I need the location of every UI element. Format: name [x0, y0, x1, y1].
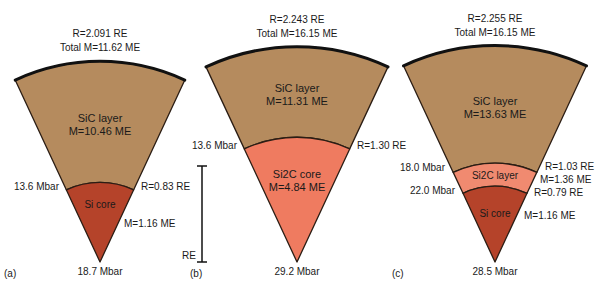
- sic-layer-shape: [404, 46, 587, 173]
- si-core-shape: [66, 182, 133, 262]
- figure-label: R=1.30 RE: [357, 140, 406, 152]
- layer-region: SiC layerM=10.46 ME: [69, 112, 132, 137]
- figure-label: R=2.091 RE: [73, 28, 128, 40]
- figure-label: M=1.16 ME: [124, 218, 175, 230]
- si-core-shape: [463, 186, 527, 262]
- figure-label: 22.0 Mbar: [410, 185, 455, 197]
- figure-label: 13.6 Mbar: [192, 140, 237, 152]
- layer-name: Si core: [479, 208, 510, 220]
- figure-label: 18.7 Mbar: [77, 266, 122, 278]
- layer-name: SiC layer: [69, 112, 132, 125]
- scale-bar-tick: [197, 165, 207, 167]
- layer-mass: M=13.63 ME: [464, 108, 527, 121]
- layer-region: Si core: [479, 208, 510, 220]
- sic-layer-shape: [206, 47, 388, 149]
- figure-label: R=0.79 RE: [534, 187, 583, 199]
- surface-arc: [206, 47, 388, 67]
- surface-arc: [404, 46, 587, 66]
- layer-name: Si2C core: [269, 168, 326, 181]
- figure-label: (a): [4, 268, 16, 280]
- si2c-core-shape: [244, 137, 349, 262]
- figure-label: 28.5 Mbar: [472, 266, 517, 278]
- figure-label: RE: [182, 250, 196, 262]
- scale-bar: [201, 166, 203, 262]
- figure-label: 13.6 Mbar: [14, 181, 59, 193]
- figure-label: Total M=16.15 ME: [455, 27, 536, 39]
- layer-region: SiC layerM=11.31 ME: [266, 82, 328, 107]
- figure-label: Total M=16.15 ME: [257, 28, 338, 40]
- figure-label: 18.0 Mbar: [400, 162, 445, 174]
- layer-region: SiC layerM=13.63 ME: [464, 95, 527, 120]
- layer-mass: M=4.84 ME: [269, 181, 326, 194]
- figure-label: R=1.03 RE: [545, 161, 594, 173]
- figure-label: 29.2 Mbar: [274, 266, 319, 278]
- layer-name: SiC layer: [464, 95, 527, 108]
- scale-bar-tick: [197, 261, 207, 263]
- figure-label: M=1.36 ME: [540, 174, 591, 186]
- layer-mass: M=10.46 ME: [69, 125, 132, 138]
- layer-mass: M=11.31 ME: [266, 95, 328, 108]
- layer-name: Si2C layer: [472, 170, 518, 182]
- figure-label: R=2.243 RE: [270, 14, 325, 26]
- figure-label: (b): [190, 268, 202, 280]
- figure-label: R=0.83 RE: [141, 181, 190, 193]
- layer-name: Si core: [84, 199, 115, 211]
- figure-label: R=2.255 RE: [468, 13, 523, 25]
- figure-label: Total M=11.62 ME: [60, 42, 140, 54]
- surface-arc: [15, 61, 185, 80]
- figure-label: M=1.16 ME: [524, 210, 575, 222]
- figure-label: (c): [392, 268, 404, 280]
- layer-name: SiC layer: [266, 82, 328, 95]
- layer-region: Si2C layer: [472, 170, 518, 182]
- sic-layer-shape: [15, 61, 185, 189]
- layer-region: Si core: [84, 199, 115, 211]
- layer-region: Si2C coreM=4.84 ME: [269, 168, 326, 193]
